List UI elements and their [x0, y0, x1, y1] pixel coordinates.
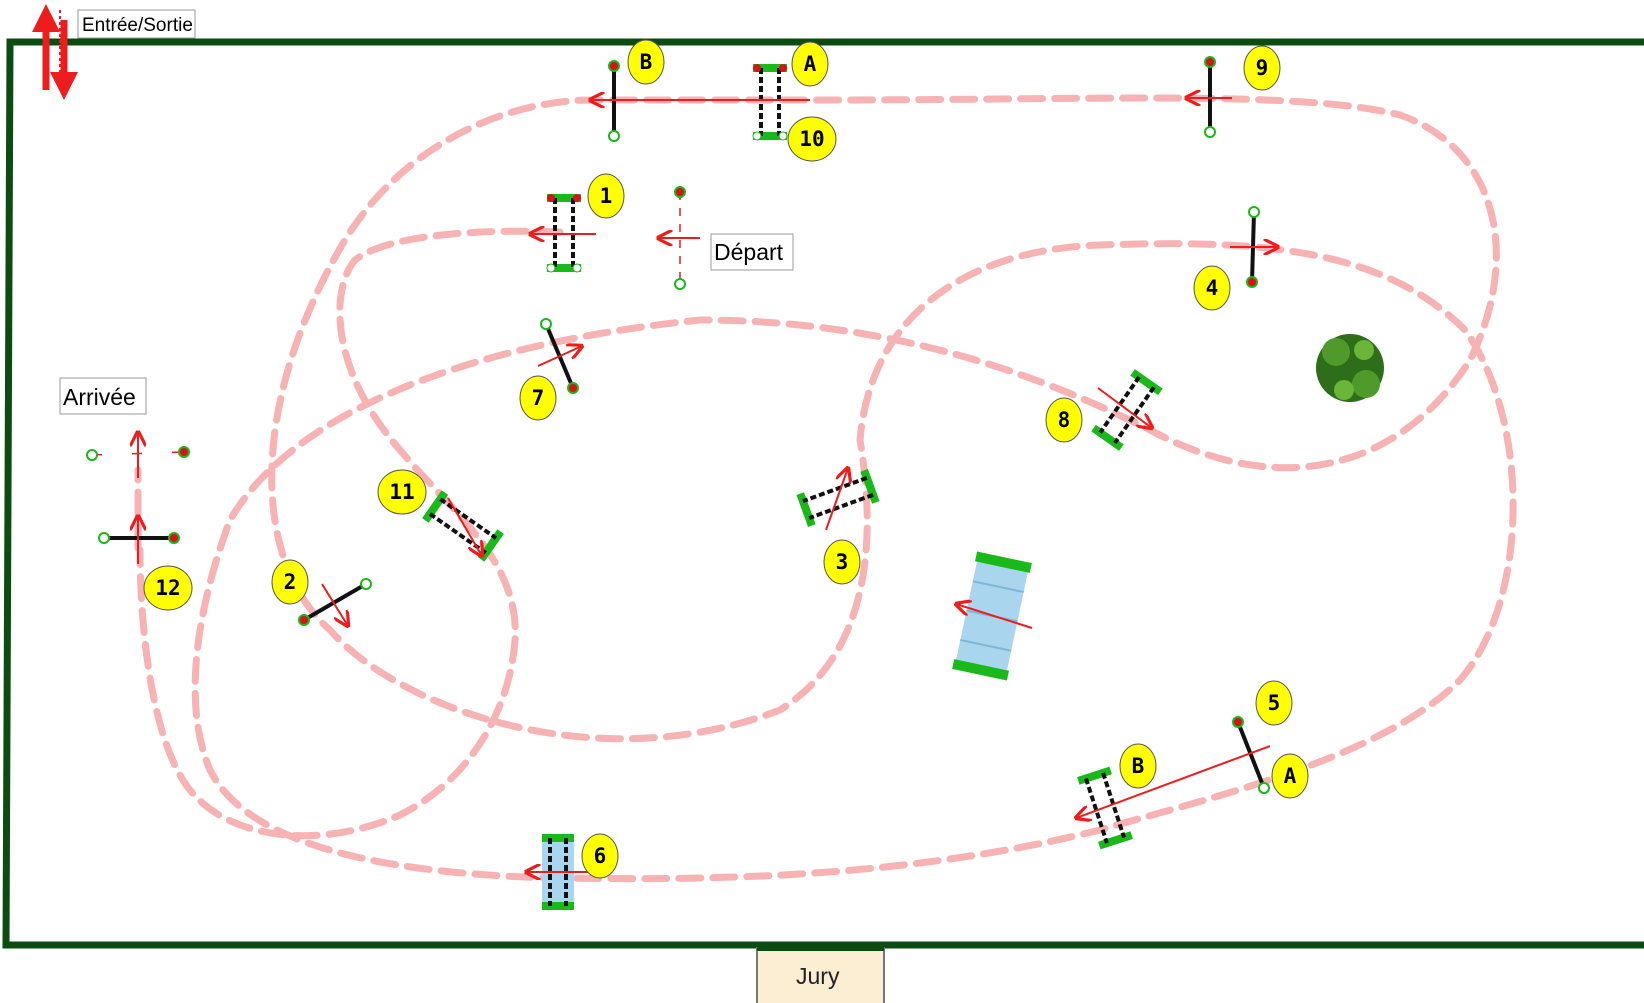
jump-marker-9: 9: [1243, 45, 1281, 91]
finish-label: Arrivée: [63, 384, 136, 410]
jump-number: B: [640, 50, 653, 74]
jump-marker-1: 1: [587, 173, 625, 219]
jump-marker-a-top: A: [791, 41, 829, 87]
jump-marker-6: 6: [581, 833, 619, 879]
course-track: [134, 94, 1517, 883]
jump-number: 3: [836, 550, 849, 574]
jump-number: 5: [1268, 691, 1281, 715]
obstacle-1: [530, 194, 596, 273]
jump-marker-4: 4: [1193, 265, 1231, 311]
direction-arrow-8: [1097, 387, 1152, 428]
jump-marker-b-bot: B: [1119, 743, 1157, 789]
entry-label: Entrée/Sortie: [82, 15, 193, 36]
jury-label: Jury: [796, 963, 840, 989]
jump-marker-8: 8: [1045, 397, 1083, 443]
jump-marker-3: 3: [823, 539, 861, 585]
jump-number: 6: [594, 844, 607, 868]
jump-marker-5: 5: [1255, 680, 1293, 726]
jump-number: 10: [799, 127, 824, 151]
direction-arrow-5: [1076, 745, 1271, 818]
jump-number: 8: [1058, 408, 1071, 432]
obstacle-4: [1230, 206, 1278, 288]
jump-number: 11: [389, 480, 414, 504]
jump-marker-b-top: B: [627, 39, 665, 85]
jump-marker-12: 12: [143, 565, 193, 611]
direction-arrow-water: [956, 604, 1033, 629]
arena-border: [2, 38, 1644, 949]
obstacle-11: [422, 490, 504, 562]
direction-arrow-11: [447, 497, 482, 556]
jump-number: 12: [155, 576, 180, 600]
start-label: Départ: [714, 239, 784, 265]
jump-number: 7: [532, 386, 545, 410]
obstacle-combination-b-bottom: [1077, 766, 1133, 850]
jump-marker-11: 11: [377, 469, 427, 515]
jump-marker-10: 10: [787, 116, 837, 162]
obstacle-8: [1091, 369, 1163, 451]
start-label-box: Départ: [710, 233, 794, 271]
jump-marker-2: 2: [271, 559, 309, 605]
jump-number: A: [804, 52, 817, 76]
jump-number: 4: [1206, 276, 1219, 300]
jump-number: A: [1284, 764, 1297, 788]
direction-arrow-3: [825, 468, 848, 531]
start-line: [658, 186, 700, 290]
tree-icon: [1316, 334, 1384, 402]
obstacle-7: [537, 318, 582, 394]
finish-line: [86, 432, 190, 478]
obstacle-combination-a-bottom: [1232, 716, 1270, 794]
jury-box: Jury: [756, 945, 885, 1003]
jump-marker-7: 7: [519, 375, 557, 421]
finish-label-box: Arrivée: [59, 377, 147, 415]
entry-label-box: Entrée/Sortie: [77, 9, 196, 39]
jump-number: 9: [1256, 56, 1269, 80]
obstacle-12: [98, 516, 180, 564]
jump-number: 2: [284, 570, 297, 594]
jump-number: B: [1132, 754, 1145, 778]
obstacle-combination-a-top: [752, 64, 788, 141]
obstacle-2: [298, 578, 372, 626]
jump-marker-a-bot: A: [1271, 753, 1309, 799]
obstacle-3: [796, 469, 880, 527]
obstacle-9: [1186, 56, 1232, 138]
jump-number: 1: [600, 184, 613, 208]
entry-exit-arrows: [32, 3, 78, 100]
